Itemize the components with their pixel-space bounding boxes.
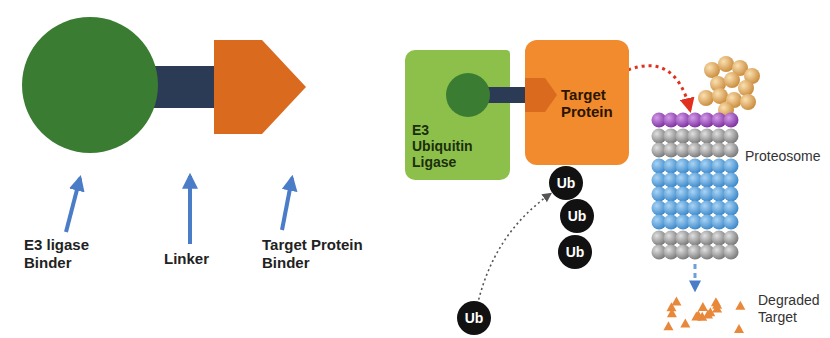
- ring-sphere: [724, 159, 739, 174]
- delivery-arrow: [628, 66, 690, 110]
- ubiquitin-label: Ub: [566, 244, 585, 260]
- cap-sphere: [704, 62, 720, 78]
- ubiquitin-transfer-arrow: [479, 194, 551, 300]
- proteasome-label: Proteosome: [745, 148, 827, 165]
- node-label: E3 Ubiquitin Ligase: [412, 122, 484, 170]
- ring-sphere: [724, 215, 739, 230]
- fragment: [703, 310, 713, 319]
- cap-sphere: [712, 88, 728, 104]
- fragment: [680, 318, 690, 327]
- ring-sphere: [724, 201, 739, 216]
- degraded-fragments: [663, 297, 745, 334]
- part-label: Target Protein Binder: [262, 236, 390, 272]
- cap-sphere: [740, 94, 756, 110]
- ubiquitin-label: Ub: [465, 310, 484, 326]
- fragment: [691, 312, 701, 321]
- ring-sphere: [724, 143, 739, 158]
- ring-sphere: [724, 129, 739, 144]
- target-protein-box: Target Protein: [525, 40, 629, 165]
- part-label: Linker: [164, 250, 224, 268]
- fragment: [667, 308, 677, 317]
- degradation-arrow: [694, 264, 697, 290]
- ubiquitin-circle: Ub: [457, 301, 491, 335]
- fragment: [671, 297, 681, 306]
- fragment: [712, 303, 722, 312]
- ring-sphere: [724, 113, 739, 128]
- protac-docked: [525, 40, 526, 41]
- fragment: [663, 321, 673, 330]
- ring-sphere: [724, 187, 739, 202]
- linker-bar: [485, 87, 527, 103]
- target-binder-pentagon: [214, 40, 306, 134]
- cap-sphere: [698, 90, 714, 106]
- fragment: [734, 324, 744, 333]
- cap-sphere: [718, 56, 734, 72]
- cap-sphere: [724, 72, 740, 88]
- pointer-arrow: [66, 178, 80, 232]
- ring-sphere: [724, 173, 739, 188]
- e3-ligase-shape: E3 Ubiquitin Ligase: [405, 50, 510, 180]
- target-binder-pentagon: [525, 78, 557, 112]
- result-label: Degraded Target: [758, 292, 826, 326]
- cap-sphere: [738, 80, 754, 96]
- fragment: [698, 302, 708, 311]
- e3-binder-circle: [446, 73, 490, 117]
- ring-sphere: [724, 245, 739, 260]
- pointer-arrow: [282, 178, 292, 230]
- node-label: Target Protein: [561, 40, 623, 165]
- ubiquitin-circle: Ub: [549, 166, 583, 200]
- ubiquitin-circle: Ub: [558, 235, 592, 269]
- linker-bar: [148, 66, 218, 108]
- part-label: E3 ligase Binder: [24, 236, 124, 272]
- e3-binder-circle: [22, 17, 158, 153]
- pointer-arrow: [188, 176, 192, 244]
- ubiquitin-label: Ub: [557, 175, 576, 191]
- fragment: [735, 301, 745, 310]
- ring-sphere: [724, 231, 739, 246]
- proteasome-illustration: [652, 56, 761, 260]
- ubiquitin-circle: Ub: [560, 199, 594, 233]
- ubiquitin-label: Ub: [568, 208, 587, 224]
